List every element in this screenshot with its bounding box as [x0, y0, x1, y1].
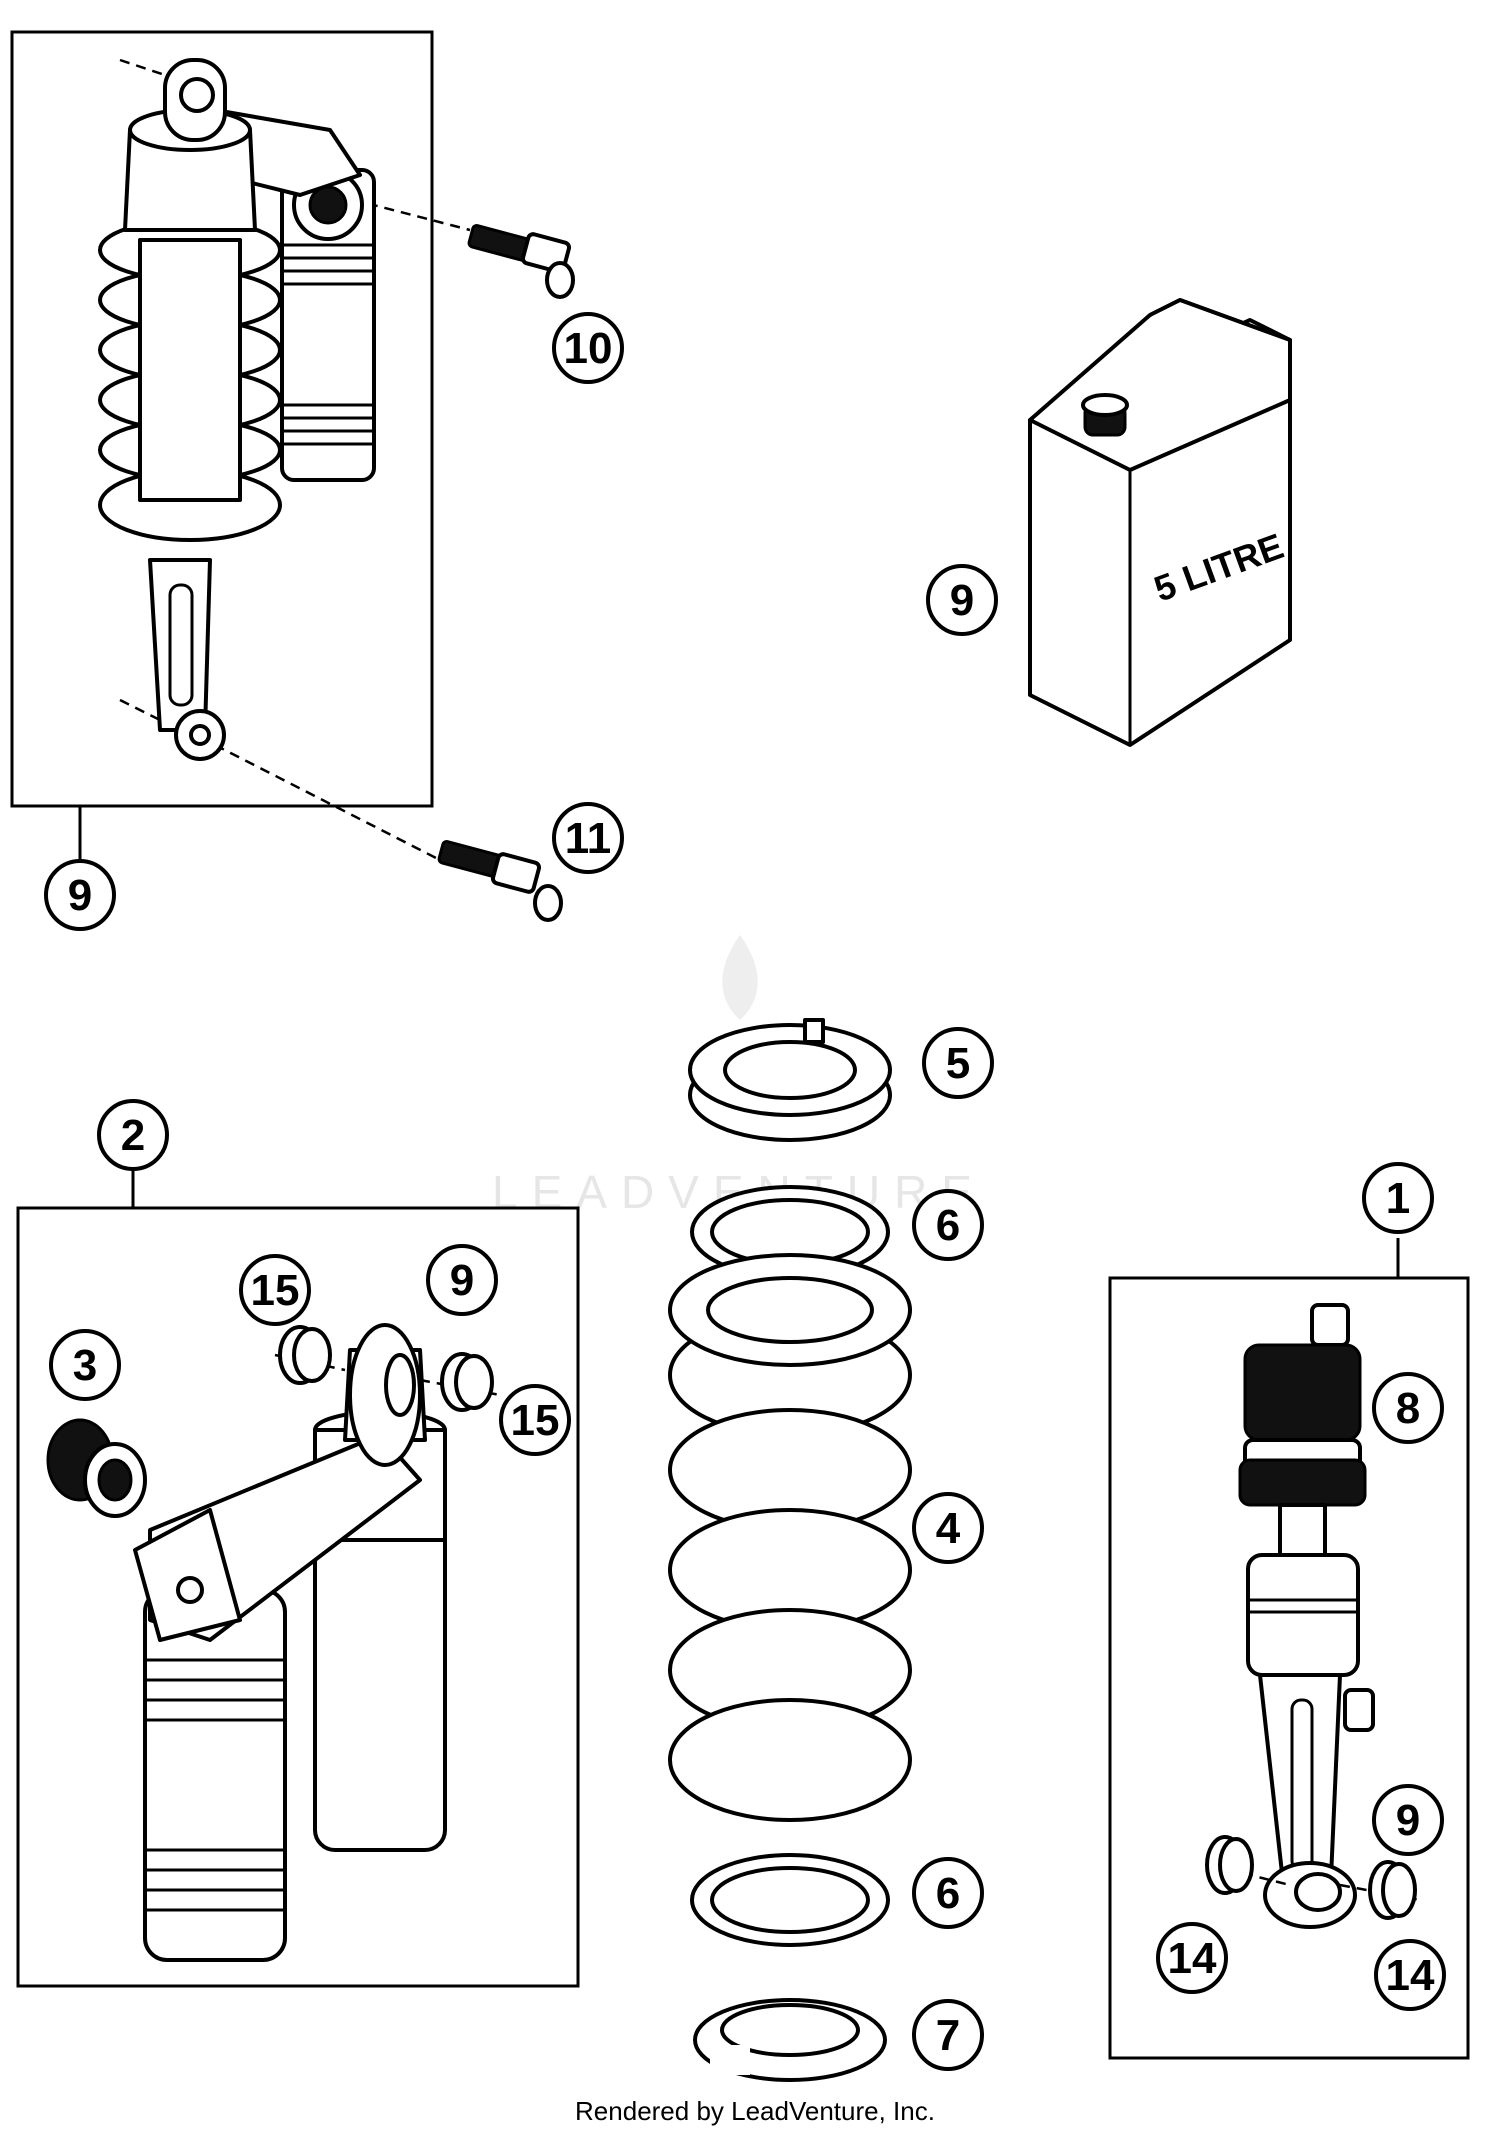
svg-text:10: 10	[564, 324, 613, 373]
svg-text:5: 5	[946, 1039, 970, 1088]
svg-text:2: 2	[121, 1111, 145, 1160]
callout-6-bottom: 6	[912, 1857, 984, 1929]
callout-13: 11	[552, 802, 624, 874]
preload-nut-5	[688, 1018, 892, 1142]
svg-text:9: 9	[1396, 1796, 1420, 1845]
spring-clip-7	[693, 1998, 887, 2082]
bushing-15-right	[419, 1352, 501, 1412]
callout-4: 4	[912, 1492, 984, 1564]
reservoir-ribs	[282, 243, 374, 446]
oil-container: 5 LITRE	[1028, 298, 1292, 747]
callout-9-damper: 9	[426, 1244, 498, 1316]
svg-text:15: 15	[511, 1396, 560, 1445]
svg-text:14: 14	[1168, 1934, 1217, 1983]
footer-credit: Rendered by LeadVenture, Inc.	[575, 2096, 935, 2126]
callout-14-left: 14	[1156, 1922, 1228, 1994]
svg-text:4: 4	[936, 1504, 961, 1553]
svg-text:1: 1	[1386, 1174, 1410, 1223]
callout-14-right: 14	[1374, 1939, 1446, 2011]
svg-text:9: 9	[68, 871, 92, 920]
bushing-15-left	[274, 1325, 346, 1385]
bushing-14-left	[1205, 1835, 1291, 1895]
adjuster-3	[46, 1418, 147, 1518]
svg-text:6: 6	[936, 1869, 960, 1918]
callout-6-top: 6	[912, 1189, 984, 1261]
spring-stack	[668, 1018, 912, 2082]
bushing-14-right	[1339, 1860, 1421, 1920]
damper-frame	[16, 1206, 580, 1988]
spring-4	[668, 1253, 912, 1822]
callout-5: 5	[922, 1027, 994, 1099]
svg-text:6: 6	[936, 1201, 960, 1250]
callout-8: 8	[1372, 1372, 1444, 1444]
washer-6-bottom	[690, 1853, 890, 1947]
svg-text:9: 9	[950, 576, 974, 625]
svg-text:14: 14	[1386, 1951, 1435, 2000]
cartridge-group	[1108, 1238, 1470, 2060]
svg-text:3: 3	[73, 1341, 97, 1390]
callout-12: 10	[552, 312, 624, 384]
cartridge-top	[1243, 1343, 1362, 1442]
svg-text:7: 7	[936, 2011, 960, 2060]
callout-10: 9	[926, 564, 998, 636]
svg-text:9: 9	[450, 1256, 474, 1305]
svg-text:11: 11	[565, 814, 612, 863]
callout-2: 2	[97, 1099, 169, 1171]
svg-text:15: 15	[251, 1266, 300, 1315]
bolt-13	[437, 840, 563, 922]
cartridge-shaft	[1278, 1503, 1327, 1557]
damper-body-ribs	[145, 1658, 285, 1912]
assembled-spring	[98, 218, 282, 542]
callout-7: 7	[912, 1999, 984, 2071]
shock-assembly-group	[10, 30, 575, 922]
callout-11: 9	[44, 859, 116, 931]
shock-assembly-frame	[10, 30, 434, 808]
damper-group	[16, 1170, 580, 1988]
callout-3: 3	[49, 1329, 121, 1401]
svg-text:8: 8	[1396, 1384, 1420, 1433]
damper-body	[143, 1588, 287, 1962]
cartridge-frame	[1108, 1276, 1470, 2060]
cartridge-body	[1246, 1553, 1360, 1677]
callout-1: 1	[1362, 1162, 1434, 1234]
bolt-12	[467, 224, 575, 299]
callouts: 9 10 11 9 2 3 15 9	[44, 312, 1446, 2071]
callout-15-left: 15	[239, 1254, 311, 1326]
callout-15-right: 15	[499, 1384, 571, 1456]
callout-9-cartridge: 9	[1372, 1784, 1444, 1856]
